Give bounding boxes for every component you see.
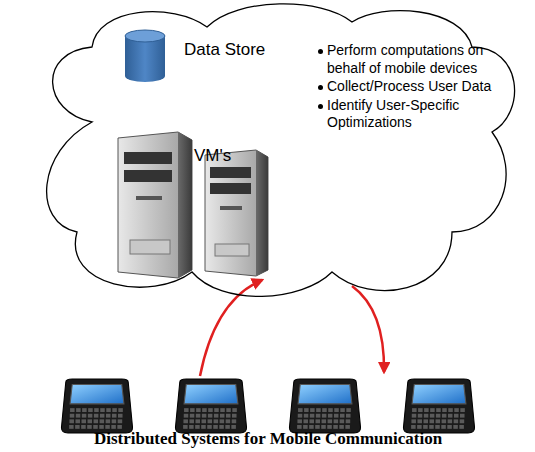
database-icon <box>125 30 165 82</box>
text: Perform computations on behalf of mobile… <box>327 42 483 76</box>
mobile-phones <box>61 379 474 433</box>
computer-icon <box>205 150 268 276</box>
text: Collect/Process User Data <box>327 78 491 94</box>
computer-icon <box>118 132 192 278</box>
icon-label: Data Store <box>184 39 294 60</box>
text: VM's <box>194 146 231 165</box>
text: Identify User-Specific Optimizations <box>327 97 459 131</box>
cloud-region: Data StoreVM's Perform computations on be… <box>22 2 518 307</box>
bullet-item: Identify User-Specific Optimizations <box>318 97 517 132</box>
text: Data Store <box>184 40 265 59</box>
bullet-dot <box>318 49 323 54</box>
bullet-item: Collect/Process User Data <box>318 78 517 96</box>
bullet-dot <box>318 85 323 90</box>
bullet-dot <box>318 104 323 109</box>
bullet-item: Perform computations on behalf of mobile… <box>318 42 517 77</box>
download-arrow <box>352 286 384 372</box>
upload-arrow <box>200 280 262 376</box>
caption: Distributed Systems for Mobile Communica… <box>94 429 442 449</box>
icon-label: VM's <box>194 145 254 166</box>
